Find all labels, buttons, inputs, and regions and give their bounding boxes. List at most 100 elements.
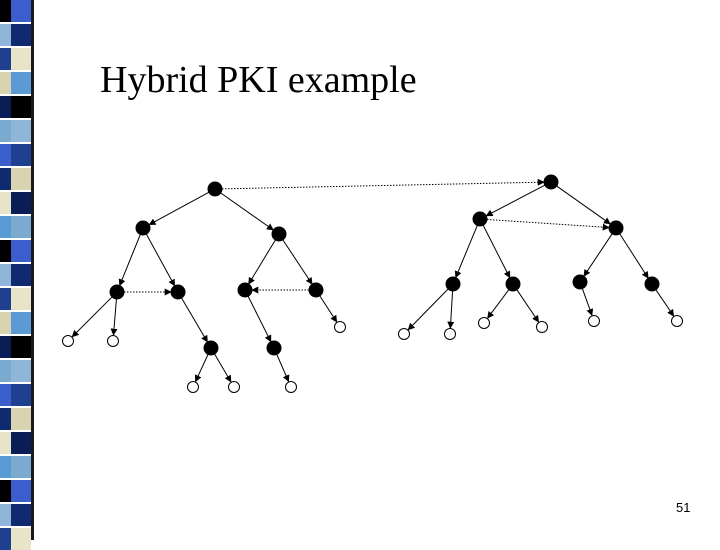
hierarchy-arrow: [247, 296, 272, 343]
user-node: [398, 328, 410, 340]
cross-certification-arrow: [221, 178, 545, 190]
hierarchy-arrow: [145, 233, 176, 287]
strip-block: [11, 192, 31, 214]
hierarchy-arrow: [619, 233, 649, 279]
hierarchy-arrow: [485, 184, 546, 217]
strip-block: [0, 120, 11, 142]
strip-block: [11, 480, 31, 502]
strip-block: [0, 408, 11, 430]
hierarchy-arrow: [487, 289, 510, 319]
ca-node: [170, 284, 186, 300]
ca-node: [308, 282, 324, 298]
hierarchy-arrow: [581, 288, 594, 317]
strip-edge-line: [31, 0, 34, 540]
strip-block: [11, 288, 31, 310]
strip-block: [11, 144, 31, 166]
user-node: [334, 321, 346, 333]
strip-block: [11, 264, 31, 286]
strip-block: [0, 432, 11, 454]
ca-node: [445, 276, 461, 292]
user-node: [228, 381, 240, 393]
hierarchy-arrow: [148, 191, 210, 226]
strip-block: [0, 216, 11, 238]
strip-block: [0, 24, 11, 46]
ca-node: [644, 276, 660, 292]
strip-block: [0, 168, 11, 190]
strip-block: [11, 360, 31, 382]
diagram-nodes: [62, 174, 683, 393]
strip-block: [0, 336, 11, 358]
page-number: 51: [676, 500, 691, 515]
strip-block: [11, 312, 31, 334]
ca-node: [266, 340, 282, 356]
strip-block: [11, 120, 31, 142]
ca-node: [543, 174, 559, 190]
hierarchy-arrow: [282, 239, 313, 285]
strip-block: [0, 360, 11, 382]
hierarchy-arrow: [583, 233, 613, 277]
strip-block: [0, 48, 11, 70]
decorative-left-strip: [0, 0, 34, 550]
strip-block: [11, 96, 31, 118]
ca-node: [505, 276, 521, 292]
ca-node: [472, 211, 488, 227]
hierarchy-arrow: [319, 295, 338, 323]
hierarchy-arrow: [454, 225, 478, 279]
strip-block: [11, 216, 31, 238]
user-node: [107, 335, 119, 347]
ca-node: [203, 340, 219, 356]
hierarchy-arrow: [71, 296, 113, 338]
strip-block: [11, 432, 31, 454]
user-node: [588, 315, 600, 327]
ca-node: [207, 181, 223, 197]
diagram-edges: [71, 178, 675, 383]
user-node: [671, 315, 683, 327]
strip-block: [0, 264, 11, 286]
strip-block: [0, 0, 11, 22]
user-node: [536, 321, 548, 333]
hierarchy-arrow: [407, 288, 449, 331]
strip-block: [0, 144, 11, 166]
hierarchy-arrow: [248, 239, 276, 285]
strip-block: [11, 24, 31, 46]
hierarchy-arrow: [556, 185, 611, 225]
strip-block: [11, 168, 31, 190]
strip-block: [11, 408, 31, 430]
strip-block: [0, 312, 11, 334]
cross-certification-arrow: [486, 218, 610, 231]
hierarchy-arrow: [110, 298, 118, 336]
hierarchy-arrow: [655, 289, 675, 317]
hierarchy-arrow: [214, 353, 232, 383]
strip-block: [0, 384, 11, 406]
ca-node: [135, 220, 151, 236]
strip-block: [11, 240, 31, 262]
ca-node: [237, 282, 253, 298]
strip-block: [0, 72, 11, 94]
hierarchy-arrow: [276, 354, 290, 383]
strip-block: [0, 504, 11, 526]
strip-block: [0, 288, 11, 310]
hierarchy-arrow: [482, 225, 511, 279]
ca-node: [271, 226, 287, 242]
user-node: [285, 381, 297, 393]
ca-node: [608, 220, 624, 236]
user-node: [187, 381, 199, 393]
ca-node: [109, 284, 125, 300]
strip-block: [11, 72, 31, 94]
strip-block: [0, 480, 11, 502]
hierarchy-arrow: [194, 354, 209, 383]
strip-block: [0, 96, 11, 118]
hierarchy-arrow: [516, 289, 540, 323]
user-node: [478, 317, 490, 329]
user-node: [444, 328, 456, 340]
strip-block: [0, 528, 11, 550]
ca-node: [572, 274, 588, 290]
strip-block: [0, 240, 11, 262]
strip-block: [11, 384, 31, 406]
hierarchy-arrow: [118, 234, 141, 287]
strip-block: [0, 456, 11, 478]
hierarchy-arrow: [181, 297, 208, 343]
slide-title: Hybrid PKI example: [100, 59, 417, 101]
